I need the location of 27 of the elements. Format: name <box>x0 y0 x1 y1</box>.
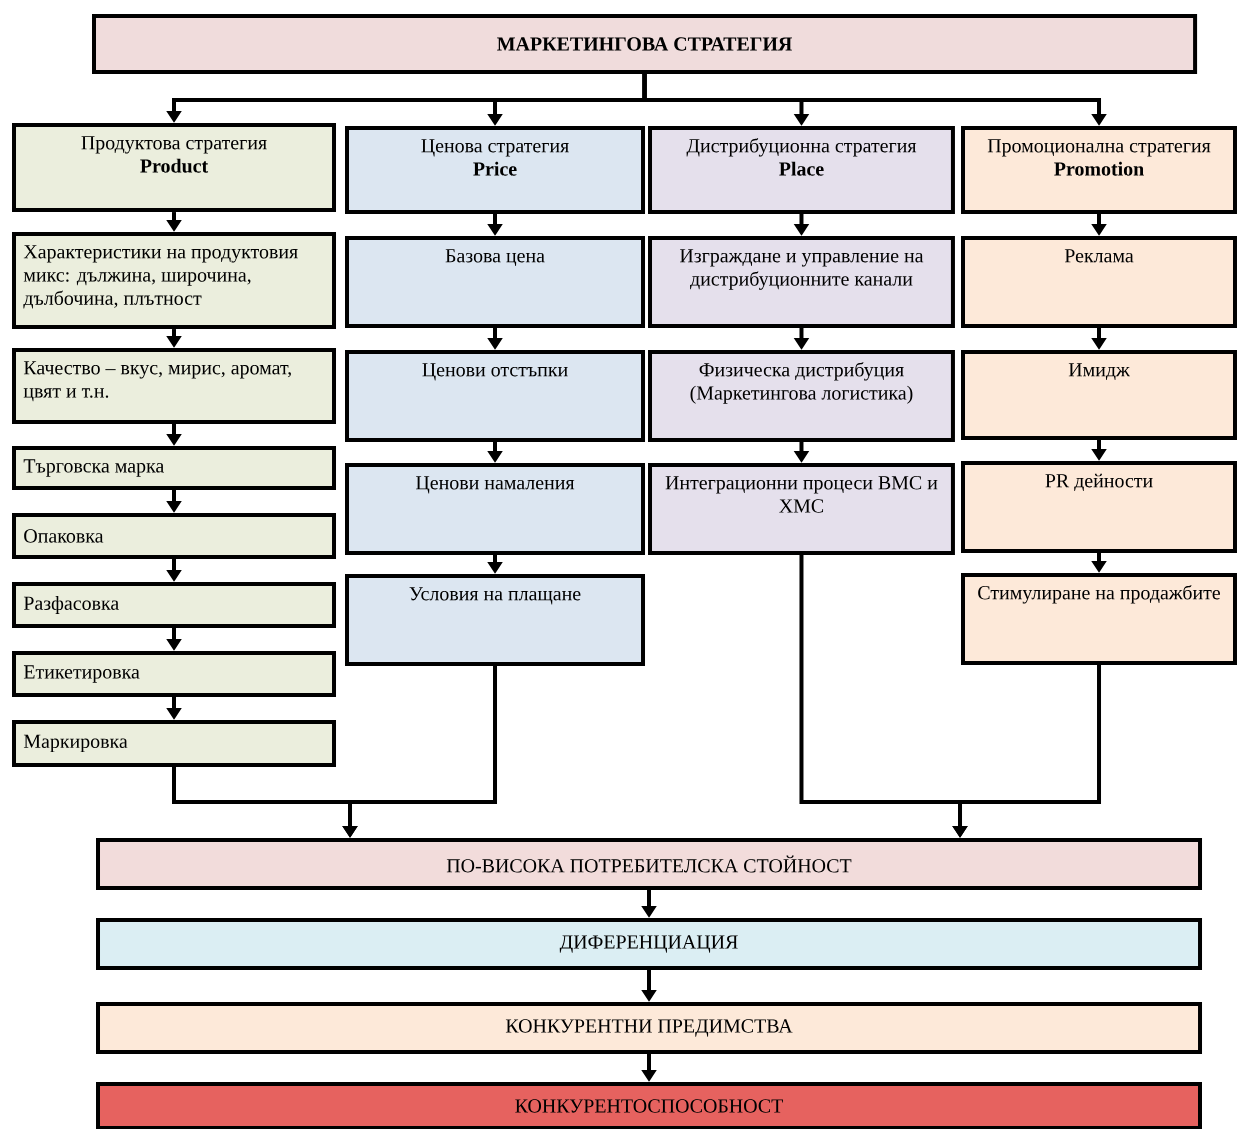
process-box: Дистрибуционна стратегия Place <box>648 126 955 214</box>
process-box: КОНКУРЕНТОСПОСОБНОСТ <box>96 1082 1202 1129</box>
process-box: Имидж <box>961 350 1237 440</box>
process-box: КОНКУРЕНТНИ ПРЕДИМСТВА <box>96 1002 1202 1054</box>
process-box: Продуктова стратегия Product <box>12 123 336 213</box>
process-box: Реклама <box>961 236 1237 328</box>
process-box: Базова цена <box>345 236 645 328</box>
process-box: Изграждане и управление на дистрибуционните канали <box>648 236 955 328</box>
process-box: Физическа дистрибуция (Маркетингова логистика) <box>648 350 955 442</box>
process-box: Търговска марка <box>12 446 336 490</box>
process-box: Ценова стратегия Price <box>345 126 645 214</box>
process-box: МАРКЕТИНГОВА СТРАТЕГИЯ <box>92 14 1198 74</box>
process-box: Разфасовка <box>12 582 336 628</box>
process-box: Маркировка <box>12 720 336 767</box>
process-box: ПО-ВИСОКА ПОТРЕБИТЕЛСКА СТОЙНОСТ <box>96 838 1202 890</box>
process-box: PR дейности <box>961 461 1237 553</box>
process-box: Етикетировка <box>12 651 336 697</box>
process-box: Опаковка <box>12 513 336 559</box>
process-box: Условия на плащане <box>345 574 645 666</box>
process-box: Характеристики на продуктовия микс: дължина, широчина, дълбочина, плътност <box>12 232 336 330</box>
process-box: Ценови отстъпки <box>345 350 645 442</box>
process-box: Промоционална стратегия Promotion <box>961 126 1237 214</box>
process-box: ДИФЕРЕНЦИАЦИЯ <box>96 918 1202 970</box>
process-box: Ценови намаления <box>345 463 645 555</box>
process-box: Стимулиране на продажбите <box>961 573 1237 665</box>
process-box: Качество – вкус, мирис, аромат, цвят и т.н. <box>12 348 336 424</box>
process-box: Интеграционни процеси ВМС и ХМС <box>648 463 955 555</box>
